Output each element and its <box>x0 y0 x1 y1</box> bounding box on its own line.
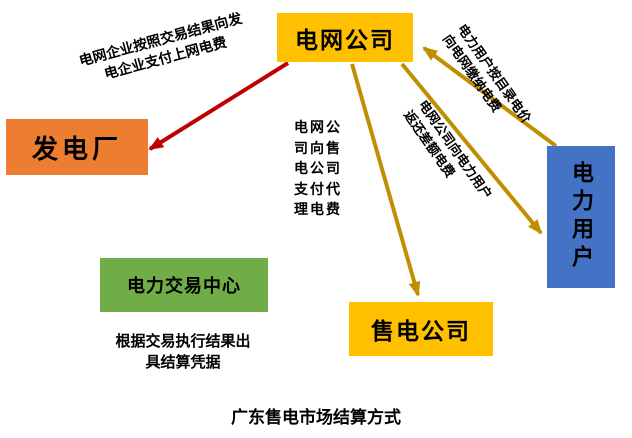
trading-center-note: 根据交易执行结果出具结算凭据 <box>115 333 251 371</box>
node-sales-company: 售电公司 <box>349 302 493 356</box>
arrow-grid-to-plant <box>148 61 290 151</box>
arrow-grid-to-user <box>400 62 543 235</box>
edge-label-grid-to-sales: 电网公司向售电公司支付代理电费 <box>294 119 342 217</box>
node-power-user: 电力用户 <box>547 146 615 288</box>
diagram-title: 广东售电市场结算方式 <box>231 408 401 427</box>
node-grid-company: 电网公司 <box>277 13 413 62</box>
arrow-grid-to-sales <box>350 63 421 297</box>
node-power-plant: 发电厂 <box>6 119 148 175</box>
arrow-user-to-grid <box>422 46 558 148</box>
node-trading-center: 电力交易中心 <box>100 258 268 312</box>
